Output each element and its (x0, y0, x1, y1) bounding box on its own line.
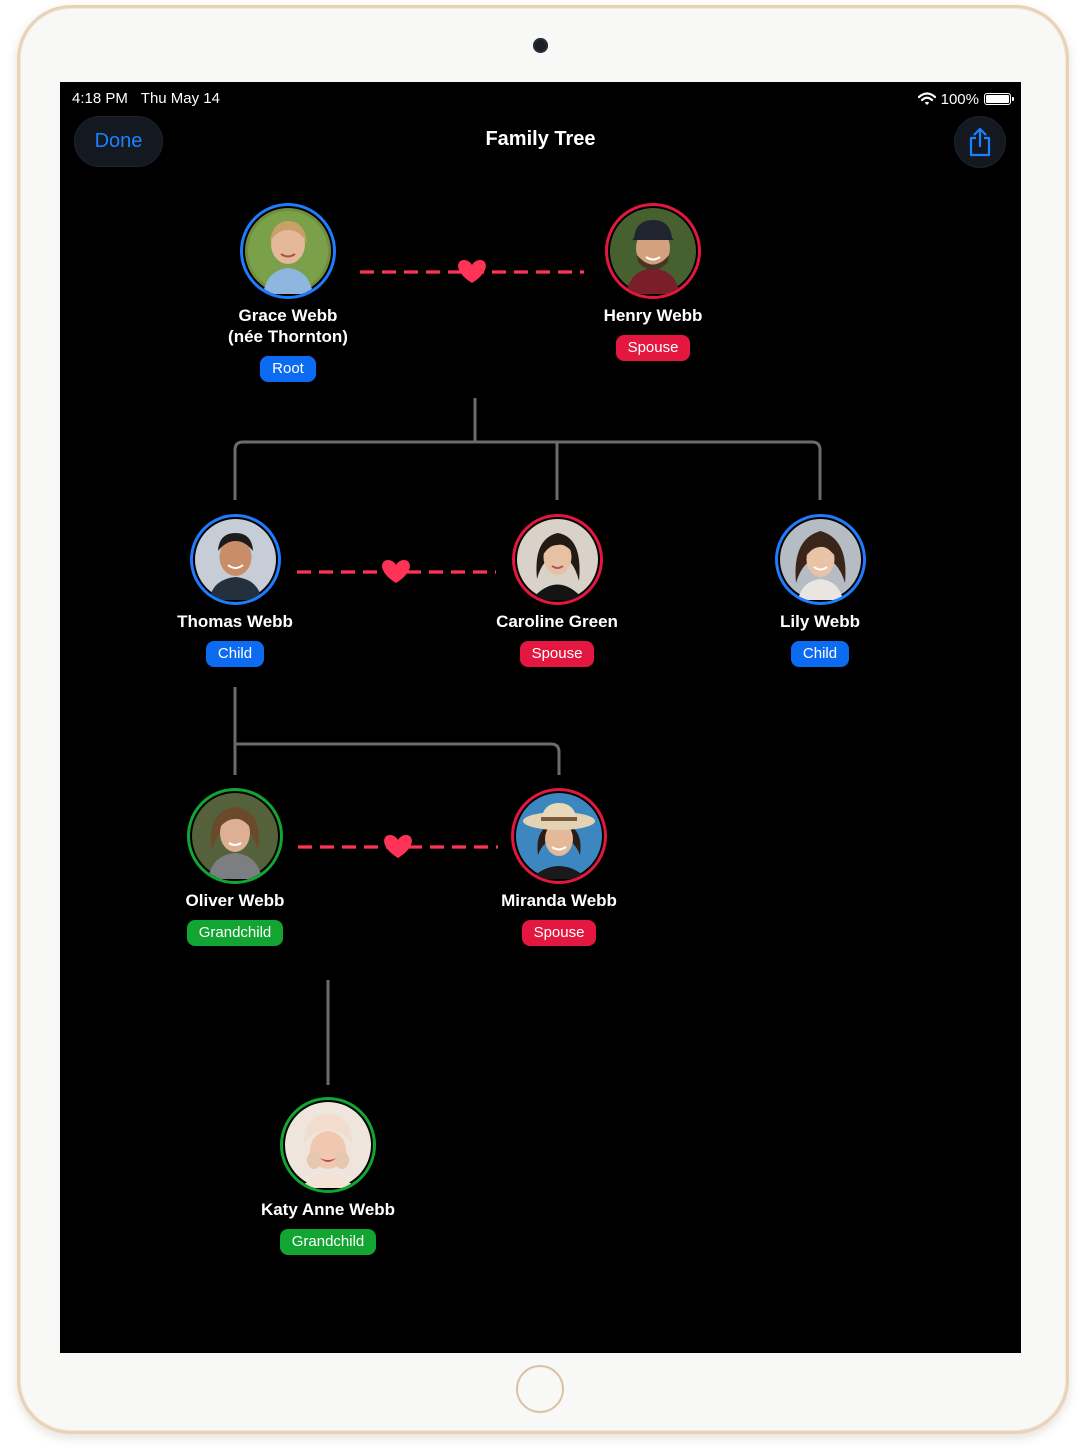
tree-line-children-bus (233, 440, 822, 500)
tree-line-grandchild-bus (235, 742, 561, 775)
person-name: Henry Webb (603, 306, 703, 325)
person-card-lily[interactable]: Lily Webb Child (700, 514, 940, 667)
role-badge: Spouse (519, 641, 595, 667)
person-card-grace[interactable]: Grace Webb (née Thornton) Root (168, 203, 408, 382)
share-button[interactable] (954, 116, 1006, 168)
status-bar-right: 100% (917, 90, 1014, 108)
heart-icon (458, 260, 486, 283)
person-card-henry[interactable]: Henry Webb Spouse (533, 203, 773, 361)
home-button[interactable] (516, 1365, 564, 1413)
heart-icon (382, 560, 410, 583)
role-badge: Child (205, 641, 265, 667)
role-badge: Root (260, 356, 316, 382)
person-card-oliver[interactable]: Oliver Webb Grandchild (115, 788, 355, 946)
battery-percent: 100% (940, 90, 979, 108)
avatar (187, 788, 283, 884)
status-date: Thu May 14 (140, 90, 220, 107)
role-badge: Spouse (615, 335, 691, 361)
avatar (511, 514, 603, 605)
front-camera (533, 38, 548, 53)
page-title: Family Tree (485, 128, 596, 150)
person-maiden-name: (née Thornton) (228, 327, 348, 346)
person-name: Lily Webb (780, 612, 860, 631)
avatar (189, 514, 281, 605)
battery-icon (984, 93, 1014, 105)
person-name: Grace Webb (238, 306, 338, 325)
done-button[interactable]: Done (74, 116, 163, 167)
screen: 4:18 PM Thu May 14 100% Done Family Tree (60, 82, 1021, 1353)
person-name: Oliver Webb (185, 891, 285, 910)
role-badge: Grandchild (279, 1229, 377, 1255)
battery-fill (986, 95, 1009, 103)
avatar (511, 788, 607, 884)
avatar (605, 203, 701, 299)
person-name: Caroline Green (496, 612, 618, 631)
share-icon (969, 127, 991, 157)
person-card-thomas[interactable]: Thomas Webb Child (115, 514, 355, 667)
person-name: Thomas Webb (177, 612, 293, 631)
role-badge: Child (790, 641, 850, 667)
person-card-katy[interactable]: Katy Anne Webb Grandchild (208, 1097, 448, 1255)
avatar (774, 514, 866, 605)
avatar (280, 1097, 376, 1193)
status-time: 4:18 PM (72, 90, 128, 107)
tree-connectors (233, 260, 822, 1085)
heart-icon (384, 835, 412, 858)
person-card-miranda[interactable]: Miranda Webb Spouse (439, 788, 679, 946)
wifi-icon (917, 92, 936, 105)
role-badge: Grandchild (186, 920, 284, 946)
status-bar-left: 4:18 PM Thu May 14 (72, 90, 229, 108)
person-name: Miranda Webb (501, 891, 617, 910)
person-card-caroline[interactable]: Caroline Green Spouse (437, 514, 677, 667)
role-badge: Spouse (521, 920, 597, 946)
person-name: Katy Anne Webb (260, 1200, 396, 1219)
avatar (240, 203, 336, 299)
